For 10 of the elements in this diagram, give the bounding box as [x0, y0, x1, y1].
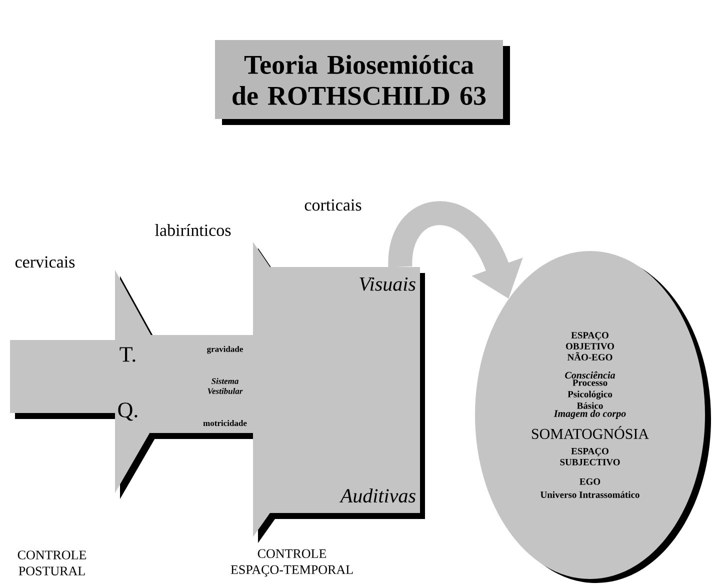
label: labirínticos — [155, 224, 231, 236]
arrow-block: Visuais Auditivas — [253, 242, 425, 543]
arrow-shaft-band: gravidade Sistema Vestibular motricidade — [150, 335, 258, 439]
caption: CONTROLE POSTURAL — [18, 550, 86, 576]
label: corticais — [304, 199, 362, 211]
node-label: gravidade — [207, 346, 243, 354]
node-label: Sistema Vestibular — [208, 378, 243, 394]
node-label: motricidade — [203, 420, 247, 426]
caption: CONTROLE ESPAÇO-TEMPORAL — [230, 549, 353, 577]
title-box: Teoria Biosemiótica de ROTHSCHILD 63 — [215, 40, 510, 125]
